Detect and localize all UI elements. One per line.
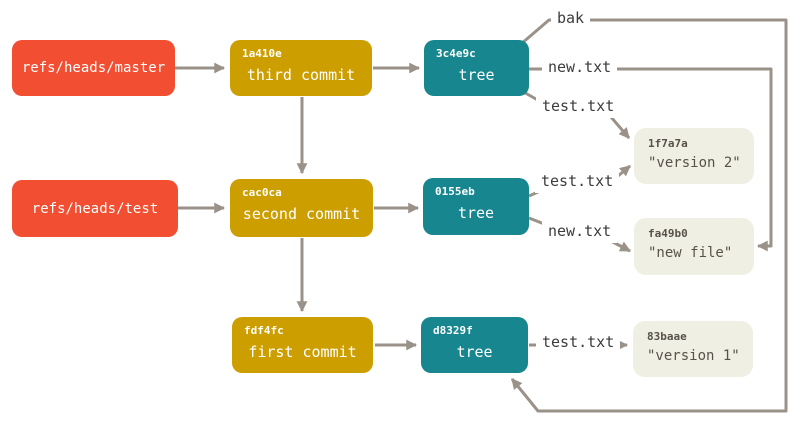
edge-label-bak: bak: [551, 8, 591, 30]
edge-label-test-txt-2: test.txt: [535, 171, 620, 193]
tree-hash: 0155eb: [435, 185, 475, 198]
blob-box-version-1: 83baae "version 1": [633, 321, 753, 377]
tree-box-d8329f: d8329f tree: [421, 317, 528, 373]
edge-label-new-txt-1: new.txt: [542, 57, 618, 79]
edge-label-test-txt-1: test.txt: [536, 96, 621, 118]
blob-hash: 1f7a7a: [648, 137, 688, 150]
commit-hash: cac0ca: [242, 186, 282, 199]
tree-box-0155eb: 0155eb tree: [423, 178, 529, 235]
blob-hash: 83baae: [647, 330, 687, 343]
commit-box-second: cac0ca second commit: [230, 179, 373, 237]
blob-box-version-2: 1f7a7a "version 2": [634, 128, 754, 184]
tree-hash: d8329f: [433, 324, 473, 337]
tree-label: tree: [457, 204, 495, 222]
commit-label: second commit: [242, 205, 361, 223]
blob-content: "version 2": [648, 155, 741, 171]
commit-label: third commit: [246, 66, 356, 84]
ref-box-master: refs/heads/master: [12, 40, 175, 96]
edge-label-test-txt-3: test.txt: [536, 332, 621, 354]
blob-box-new-file: fa49b0 "new file": [634, 218, 754, 275]
commit-box-first: fdf4fc first commit: [232, 317, 373, 373]
tree-label: tree: [456, 343, 493, 361]
edge-label-new-txt-2: new.txt: [542, 221, 618, 243]
tree-label: tree: [458, 66, 495, 84]
commit-box-third: 1a410e third commit: [230, 40, 372, 96]
commit-hash: 1a410e: [242, 47, 282, 60]
tree-box-3c4e9c: 3c4e9c tree: [424, 40, 529, 96]
blob-hash: fa49b0: [648, 227, 688, 240]
tree-hash: 3c4e9c: [436, 47, 476, 60]
commit-label: first commit: [248, 343, 357, 361]
ref-label: refs/heads/master: [21, 60, 166, 76]
commit-hash: fdf4fc: [244, 324, 284, 337]
blob-content: "version 1": [647, 348, 740, 364]
ref-label: refs/heads/test: [31, 200, 159, 217]
blob-content: "new file": [648, 245, 733, 261]
ref-box-test: refs/heads/test: [12, 180, 178, 237]
